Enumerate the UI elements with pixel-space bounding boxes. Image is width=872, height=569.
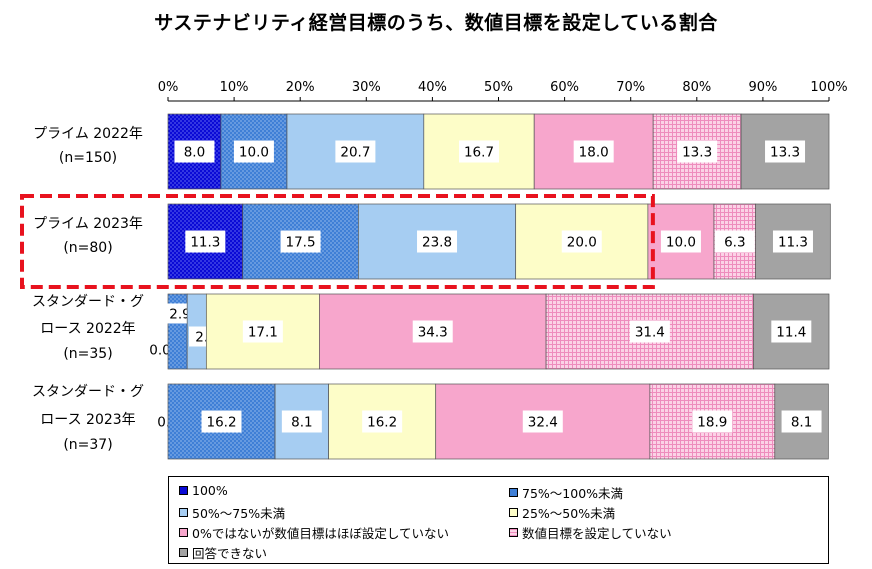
data-label: 18.9 <box>697 415 727 431</box>
legend-label: 100% <box>192 483 228 498</box>
legend-swatch <box>179 528 188 537</box>
x-tick-label: 0% <box>158 80 179 95</box>
legend-item: 0%ではないが数値目標はほぼ設定していない <box>179 523 449 542</box>
data-label: 11.3 <box>190 235 220 251</box>
data-label-bg <box>765 140 806 163</box>
x-tick-label: 100% <box>810 80 847 95</box>
data-label-bg <box>573 140 614 163</box>
data-label: 20.0 <box>567 235 597 251</box>
x-tick-label: 30% <box>352 80 381 95</box>
legend-item: 75%～100%未満 <box>509 483 623 502</box>
data-label: 23.8 <box>422 235 452 251</box>
data-label: 10.0 <box>666 235 696 251</box>
legend-item: 数値目標を設定していない <box>509 523 672 542</box>
x-tick-label: 70% <box>616 80 645 95</box>
data-label-bg <box>692 410 733 433</box>
data-label: 11.4 <box>776 325 806 341</box>
legend-swatch <box>179 548 188 557</box>
data-label-bg <box>629 320 670 343</box>
data-label-bg <box>174 140 215 163</box>
data-label-bg <box>233 140 274 163</box>
x-tick-label: 10% <box>220 80 249 95</box>
data-label: 11.3 <box>778 235 808 251</box>
legend-swatch <box>509 488 518 497</box>
data-label-bg <box>459 140 500 163</box>
data-label: 2.9 <box>169 307 190 323</box>
chart-title: サステナビリティ経営目標のうち、数値目標を設定している割合 <box>154 12 718 34</box>
data-label: 32.4 <box>528 415 558 431</box>
legend-item: 50%～75%未満 <box>179 503 285 522</box>
bar-segment <box>328 383 437 460</box>
chart-legend: 100% 75%～100%未満 50%～75%未満 25%～50%未満 0%ではないが数… <box>168 476 829 564</box>
category-label: (n=150) <box>59 150 117 166</box>
legend-label: 25%～50%未満 <box>522 506 616 521</box>
category-label: ロース 2023年 <box>40 412 135 428</box>
data-label-bg <box>362 410 403 433</box>
data-label-bg <box>781 410 822 433</box>
data-label-bg <box>335 140 376 163</box>
data-label: 10.0 <box>239 145 269 161</box>
legend-item: 25%～50%未満 <box>509 503 615 522</box>
x-tick-label: 20% <box>286 80 315 95</box>
data-label: 31.4 <box>635 325 665 341</box>
data-label-bg <box>677 140 718 163</box>
legend-label: 0%ではないが数値目標はほぼ設定していない <box>192 526 449 541</box>
category-label: スタンダード・グ <box>32 294 144 310</box>
x-tick-label: 90% <box>748 80 777 95</box>
x-tick-label: 40% <box>418 80 447 95</box>
data-label-bg <box>561 230 602 253</box>
category-label: スタンダード・グ <box>32 384 144 400</box>
legend-item: 回答できない <box>179 543 267 562</box>
data-label-bg <box>771 320 812 343</box>
legend-label: 75%～100%未満 <box>522 486 624 501</box>
data-label-bg <box>242 320 283 343</box>
data-label: 16.2 <box>207 415 237 431</box>
data-label-bg <box>185 230 226 253</box>
highlight-box <box>20 194 655 289</box>
data-label: 17.1 <box>248 325 278 341</box>
data-label-bg <box>417 230 458 253</box>
legend-swatch <box>179 486 188 495</box>
legend-swatch <box>509 528 518 537</box>
data-label: 8.1 <box>291 415 312 431</box>
legend-label: 50%～75%未満 <box>192 506 286 521</box>
data-label: 6.3 <box>724 235 745 251</box>
category-label: (n=35) <box>63 346 112 362</box>
data-label: 13.3 <box>770 145 800 161</box>
legend-swatch <box>509 508 518 517</box>
legend-label: 回答できない <box>192 546 268 561</box>
data-label-bg <box>772 230 813 253</box>
x-tick-label: 50% <box>484 80 513 95</box>
data-label-bg <box>201 410 242 433</box>
data-label: 0.0 <box>149 343 170 359</box>
data-label: 17.5 <box>285 235 315 251</box>
legend-label: 数値目標を設定していない <box>522 526 672 541</box>
data-label-bg <box>714 230 755 253</box>
data-label: 20.7 <box>340 145 370 161</box>
category-label: プライム 2023年 <box>33 216 143 232</box>
data-label: 8.0 <box>184 145 205 161</box>
data-label: 13.3 <box>682 145 712 161</box>
data-label-bg <box>281 410 322 433</box>
data-label-bg <box>522 410 563 433</box>
x-tick-label: 60% <box>550 80 579 95</box>
data-label: 34.3 <box>418 325 448 341</box>
data-label: 8.1 <box>791 415 812 431</box>
data-label: 18.0 <box>579 145 609 161</box>
legend-swatch <box>179 508 188 517</box>
data-label-bg <box>660 230 701 253</box>
data-label: 16.7 <box>464 145 494 161</box>
bar-segment <box>220 113 288 190</box>
data-label-bg <box>280 230 321 253</box>
category-label: (n=80) <box>63 240 112 256</box>
x-tick-label: 80% <box>682 80 711 95</box>
category-label: プライム 2022年 <box>33 126 143 142</box>
legend-item: 100% <box>179 483 228 498</box>
category-label: ロース 2022年 <box>40 321 135 337</box>
data-label: 16.2 <box>367 415 397 431</box>
data-label-bg <box>412 320 453 343</box>
category-label: (n=37) <box>63 437 112 453</box>
